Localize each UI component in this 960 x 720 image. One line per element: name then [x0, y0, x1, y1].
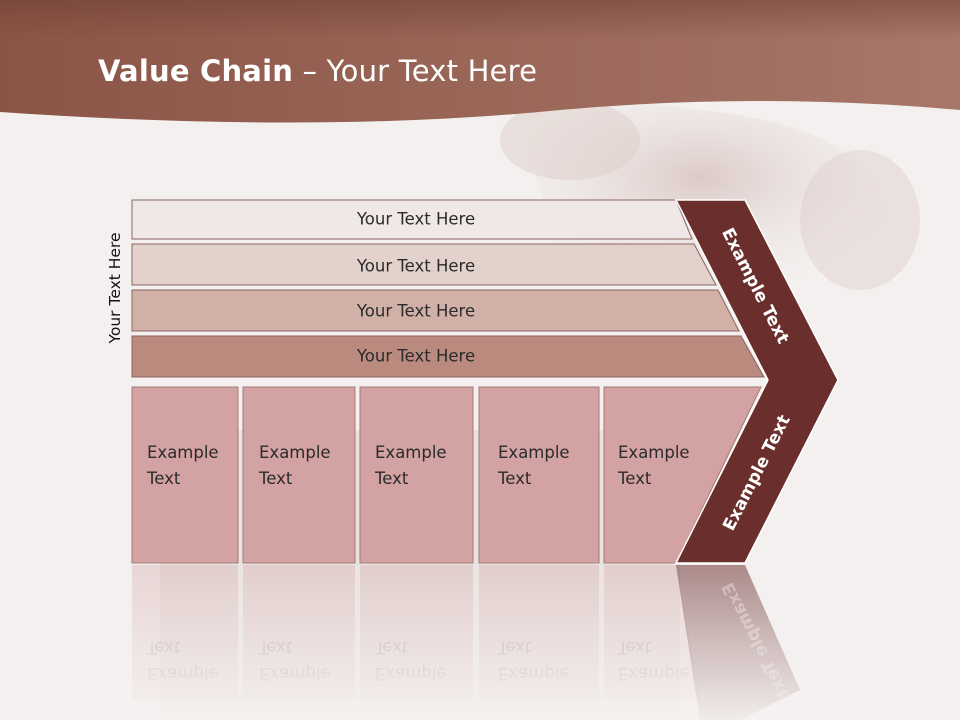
column-1-line1: Example: [147, 443, 219, 462]
bar-label-3: Your Text Here: [356, 301, 476, 321]
column-4-line1: Example: [498, 443, 570, 462]
column-5-line1: Example: [618, 443, 690, 462]
side-label-text: Your Text Here: [106, 232, 124, 344]
slide-title: Value Chain – Your Text Here: [98, 54, 537, 88]
column-text-4: Example Text: [498, 440, 598, 492]
column-text-3: Example Text: [375, 440, 475, 492]
column-5-line2: Text: [618, 469, 652, 488]
column-3-line2: Text: [375, 469, 409, 488]
background-thumb-shape: [500, 100, 640, 180]
reflection-fade-overlay: [0, 560, 960, 720]
slide-title-rest: – Your Text Here: [293, 54, 538, 88]
bar-label-2: Your Text Here: [356, 256, 476, 276]
bar-label-1: Your Text Here: [356, 209, 476, 229]
column-4-line2: Text: [498, 469, 532, 488]
bar-label-4: Your Text Here: [356, 346, 476, 366]
slide-title-bold: Value Chain: [98, 54, 294, 88]
column-text-2: Example Text: [259, 440, 359, 492]
background-knuckle-shape: [800, 150, 920, 290]
column-1-line2: Text: [147, 469, 181, 488]
column-2-line1: Example: [259, 443, 331, 462]
column-3-line1: Example: [375, 443, 447, 462]
stacked-bar-2: [131, 243, 717, 286]
stacked-bar-3: [131, 289, 740, 332]
column-text-1: Example Text: [147, 440, 247, 492]
stacked-bar-1: [131, 199, 693, 240]
stacked-bar-4: [131, 335, 765, 378]
column-text-5: Example Text: [618, 440, 718, 492]
column-2-line2: Text: [259, 469, 293, 488]
